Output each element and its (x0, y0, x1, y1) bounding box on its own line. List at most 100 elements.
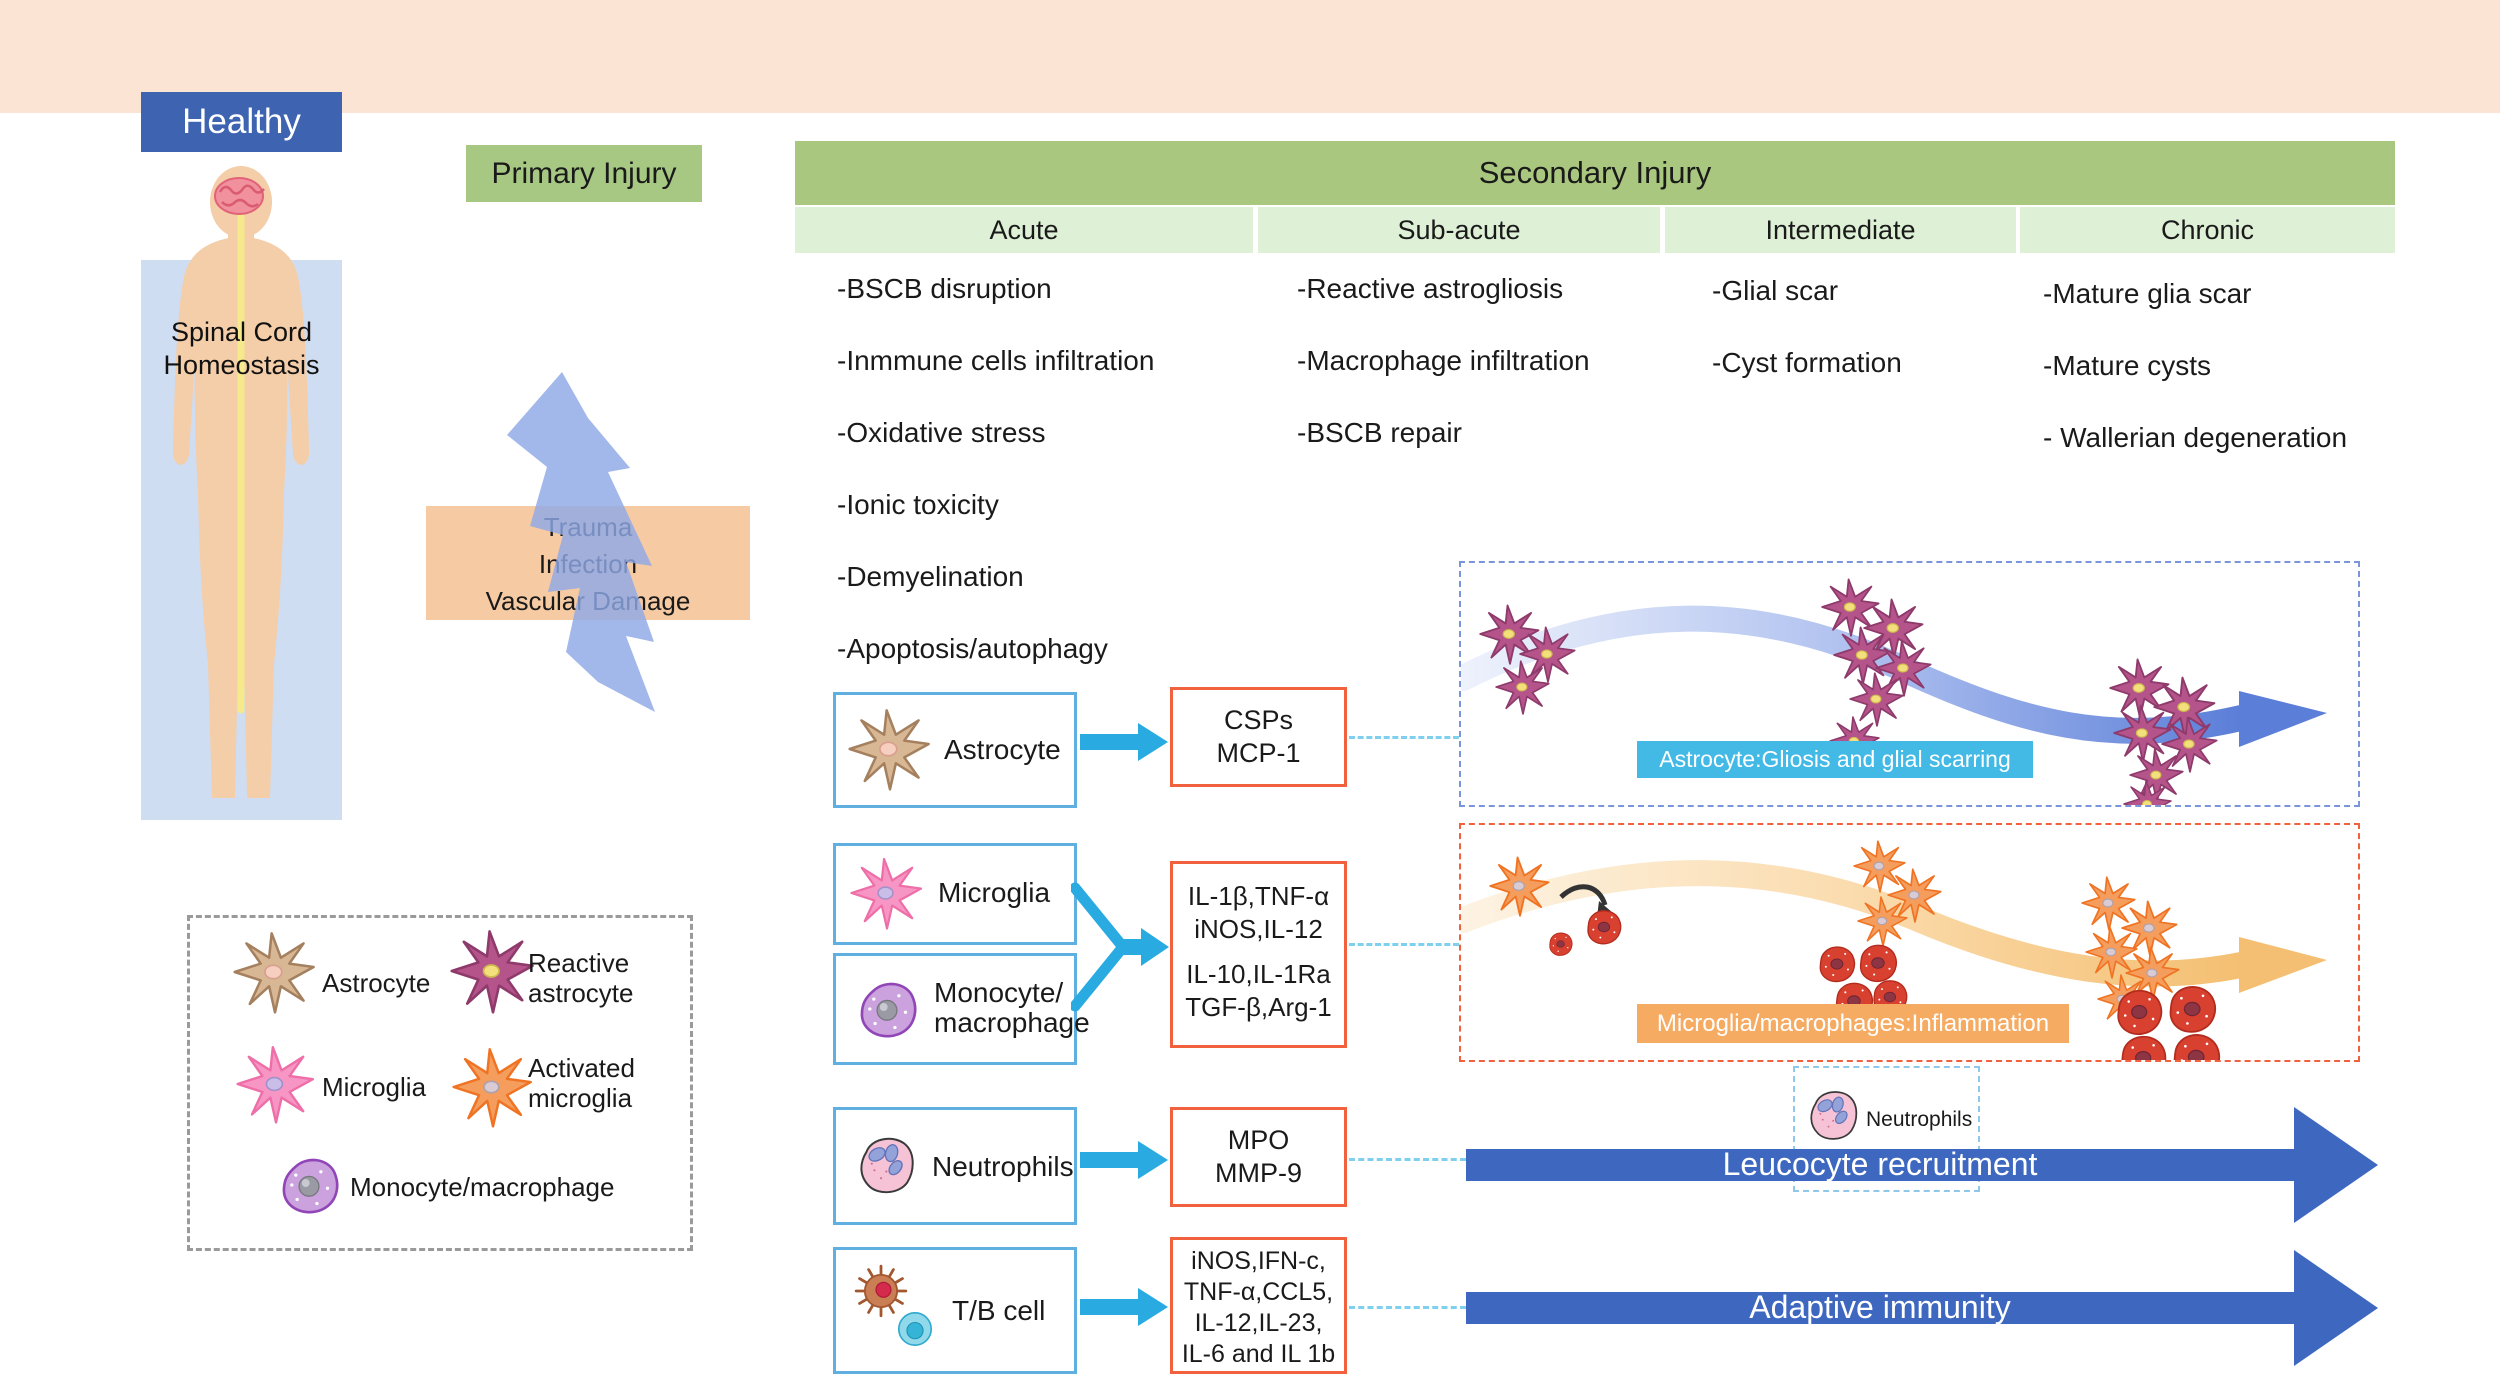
legend-label-astrocyte: Astrocyte (322, 968, 431, 998)
factor-line: TNF-α,CCL5, (1183, 1278, 1334, 1306)
monocyte-macrophage-icon (860, 982, 917, 1038)
neutrophils-callout-box (1793, 1066, 1980, 1192)
gliosis-panel-label-text: Astrocyte:Gliosis and glial scarring (1659, 746, 2011, 772)
legend-box (187, 915, 693, 1251)
microglia-cell-box: Microglia (833, 843, 1077, 945)
monocyte-macrophage-icon (282, 1158, 339, 1214)
dashed-connector (1349, 1306, 1466, 1309)
list-item: -Ionic toxicity (837, 489, 999, 520)
factor-line: iNOS,IFN-c, (1191, 1247, 1326, 1275)
monocyte-cell-label: Monocyte/ macrophage (934, 978, 1090, 1038)
list-item: -Inmmune cells infiltration (837, 345, 1155, 376)
list-item: -Mature glia scar (2043, 278, 2252, 309)
top-banner (0, 0, 2500, 113)
body-caption: Spinal Cord Homeostasis (141, 316, 342, 382)
list-item: -Mature cysts (2043, 350, 2212, 381)
chronic-item-list: -Mature glia scar -Mature cysts - Waller… (2043, 280, 2347, 496)
arrow-neutrophils-to-factors (1080, 1152, 1138, 1168)
list-item: - Wallerian degeneration (2043, 422, 2348, 453)
brain-icon (214, 177, 265, 215)
primary-injury-label: Primary Injury (491, 156, 677, 190)
human-body-figure (172, 166, 310, 798)
phase-header-intermediate: Intermediate (1665, 207, 2016, 253)
tbcell-factor-box: iNOS,IFN-c, TNF-α,CCL5, IL-12,IL-23, IL-… (1170, 1237, 1347, 1374)
astrocyte-gliosis-panel (1459, 561, 2360, 807)
factor-line: TGF-β,Arg-1 (1185, 992, 1332, 1022)
astrocyte-cell-label: Astrocyte (944, 734, 1061, 765)
microglia-icon (236, 1044, 316, 1124)
neutrophils-cell-label: Neutrophils (932, 1151, 1074, 1182)
gliosis-panel-label: Astrocyte:Gliosis and glial scarring (1637, 741, 2033, 778)
legend-label-microglia: Microglia (322, 1072, 427, 1102)
neutrophils-cell-box: Neutrophils (833, 1107, 1077, 1225)
list-item: -Apoptosis/autophagy (837, 633, 1108, 664)
secondary-injury-title: Secondary Injury (1478, 155, 1712, 190)
legend-label-monocyte: Monocyte/macrophage (350, 1172, 615, 1202)
list-item: -BSCB disruption (837, 273, 1052, 304)
neutrophils-callout-label: Neutrophils (1866, 1108, 1973, 1131)
gliosis-wave-arrow (1461, 563, 2327, 805)
phase-header-subacute: Sub-acute (1258, 207, 1660, 253)
acute-item-list: -BSCB disruption -Inmmune cells infiltra… (837, 275, 1154, 707)
factor-line: MMP-9 (1215, 1158, 1302, 1188)
list-item: -Reactive astrogliosis (1297, 273, 1564, 304)
inflammation-panel-label: Microglia/macrophages:Inflammation (1637, 1004, 2069, 1043)
factor-line: IL-1β,TNF-α (1187, 881, 1330, 911)
legend-label-reactive-astrocyte: Reactive astrocyte (528, 948, 634, 1008)
body-caption-line2: Homeostasis (163, 350, 320, 380)
neutrophil-icon (1810, 1091, 1858, 1140)
phase-header-acute: Acute (795, 207, 1253, 253)
reactive-astrocyte-cluster-mid (1822, 579, 1930, 766)
arrow-tbcell-to-factors (1080, 1299, 1138, 1315)
primary-injury-box: Primary Injury (466, 145, 702, 202)
legend-label-line: microglia (528, 1083, 633, 1113)
reactive-astrocyte-cluster-right (2110, 659, 2216, 805)
arrowhead-icon (1138, 723, 1168, 761)
factor-line: IL-6 and IL 1b (1181, 1340, 1336, 1368)
healthy-label: Healthy (182, 102, 301, 141)
astrocyte-icon (848, 707, 932, 791)
monocyte-cell-box: Monocyte/ macrophage (833, 953, 1090, 1065)
phase-label-intermediate: Intermediate (1765, 214, 1916, 245)
list-item: -Demyelination (837, 561, 1024, 592)
microglia-icon (850, 856, 924, 930)
astrocyte-icon (233, 930, 317, 1014)
secondary-injury-header: Secondary Injury (795, 141, 2395, 205)
microglia-inflammation-panel (1459, 823, 2360, 1062)
microglia-cell-label: Microglia (938, 877, 1051, 908)
factor-line: MPO (1227, 1125, 1290, 1155)
leucocyte-arrowhead (2294, 1107, 2378, 1223)
factor-line: IL-10,IL-1Ra (1186, 959, 1331, 989)
monocyte-label-line1: Monocyte/ (934, 977, 1064, 1008)
arrow-astrocyte-to-factors (1080, 734, 1138, 750)
healthy-label-box: Healthy (141, 92, 342, 152)
factor-line: CSPs (1223, 705, 1294, 735)
list-item: -BSCB repair (1297, 417, 1462, 448)
legend-label-line: Activated (528, 1053, 635, 1083)
subacute-item-list: -Reactive astrogliosis -Macrophage infil… (1297, 275, 1590, 491)
lightning-bolt-icon (507, 372, 655, 712)
neutrophils-factor-box: MPO MMP-9 (1170, 1107, 1347, 1207)
fork-arrow-microglia-monocyte (1071, 882, 1169, 1012)
body-caption-line1: Spinal Cord (170, 317, 313, 347)
dashed-connector (1349, 736, 1459, 739)
microglia-transition-left (1490, 857, 1622, 956)
list-item: -Oxidative stress (837, 417, 1046, 448)
legend-label-line: astrocyte (528, 978, 634, 1008)
inflammation-wave-arrow (1461, 825, 2327, 1060)
phase-header-chronic: Chronic (2020, 207, 2395, 253)
activated-microglia-icon (452, 1046, 534, 1128)
b-cell-icon (897, 1311, 933, 1347)
leucocyte-arrow-label: Leucocyte recruitment (1722, 1146, 2038, 1182)
dashed-connector (1349, 1158, 1466, 1161)
astrocyte-factor-box: CSPs MCP-1 (1170, 687, 1347, 787)
arrowhead-icon (1138, 1288, 1168, 1326)
legend-label-activated-microglia: Activated microglia (528, 1053, 635, 1113)
inflammation-panel-label-text: Microglia/macrophages:Inflammation (1656, 1009, 2050, 1037)
microglia-monocyte-factor-box: IL-1β,TNF-α iNOS,IL-12 IL-10,IL-1Ra TGF-… (1170, 861, 1347, 1048)
astrocyte-cell-box: Astrocyte (833, 692, 1077, 808)
tbcell-cell-box: T/B cell (833, 1247, 1077, 1374)
factor-line: MCP-1 (1216, 738, 1301, 768)
dashed-connector (1349, 943, 1459, 946)
